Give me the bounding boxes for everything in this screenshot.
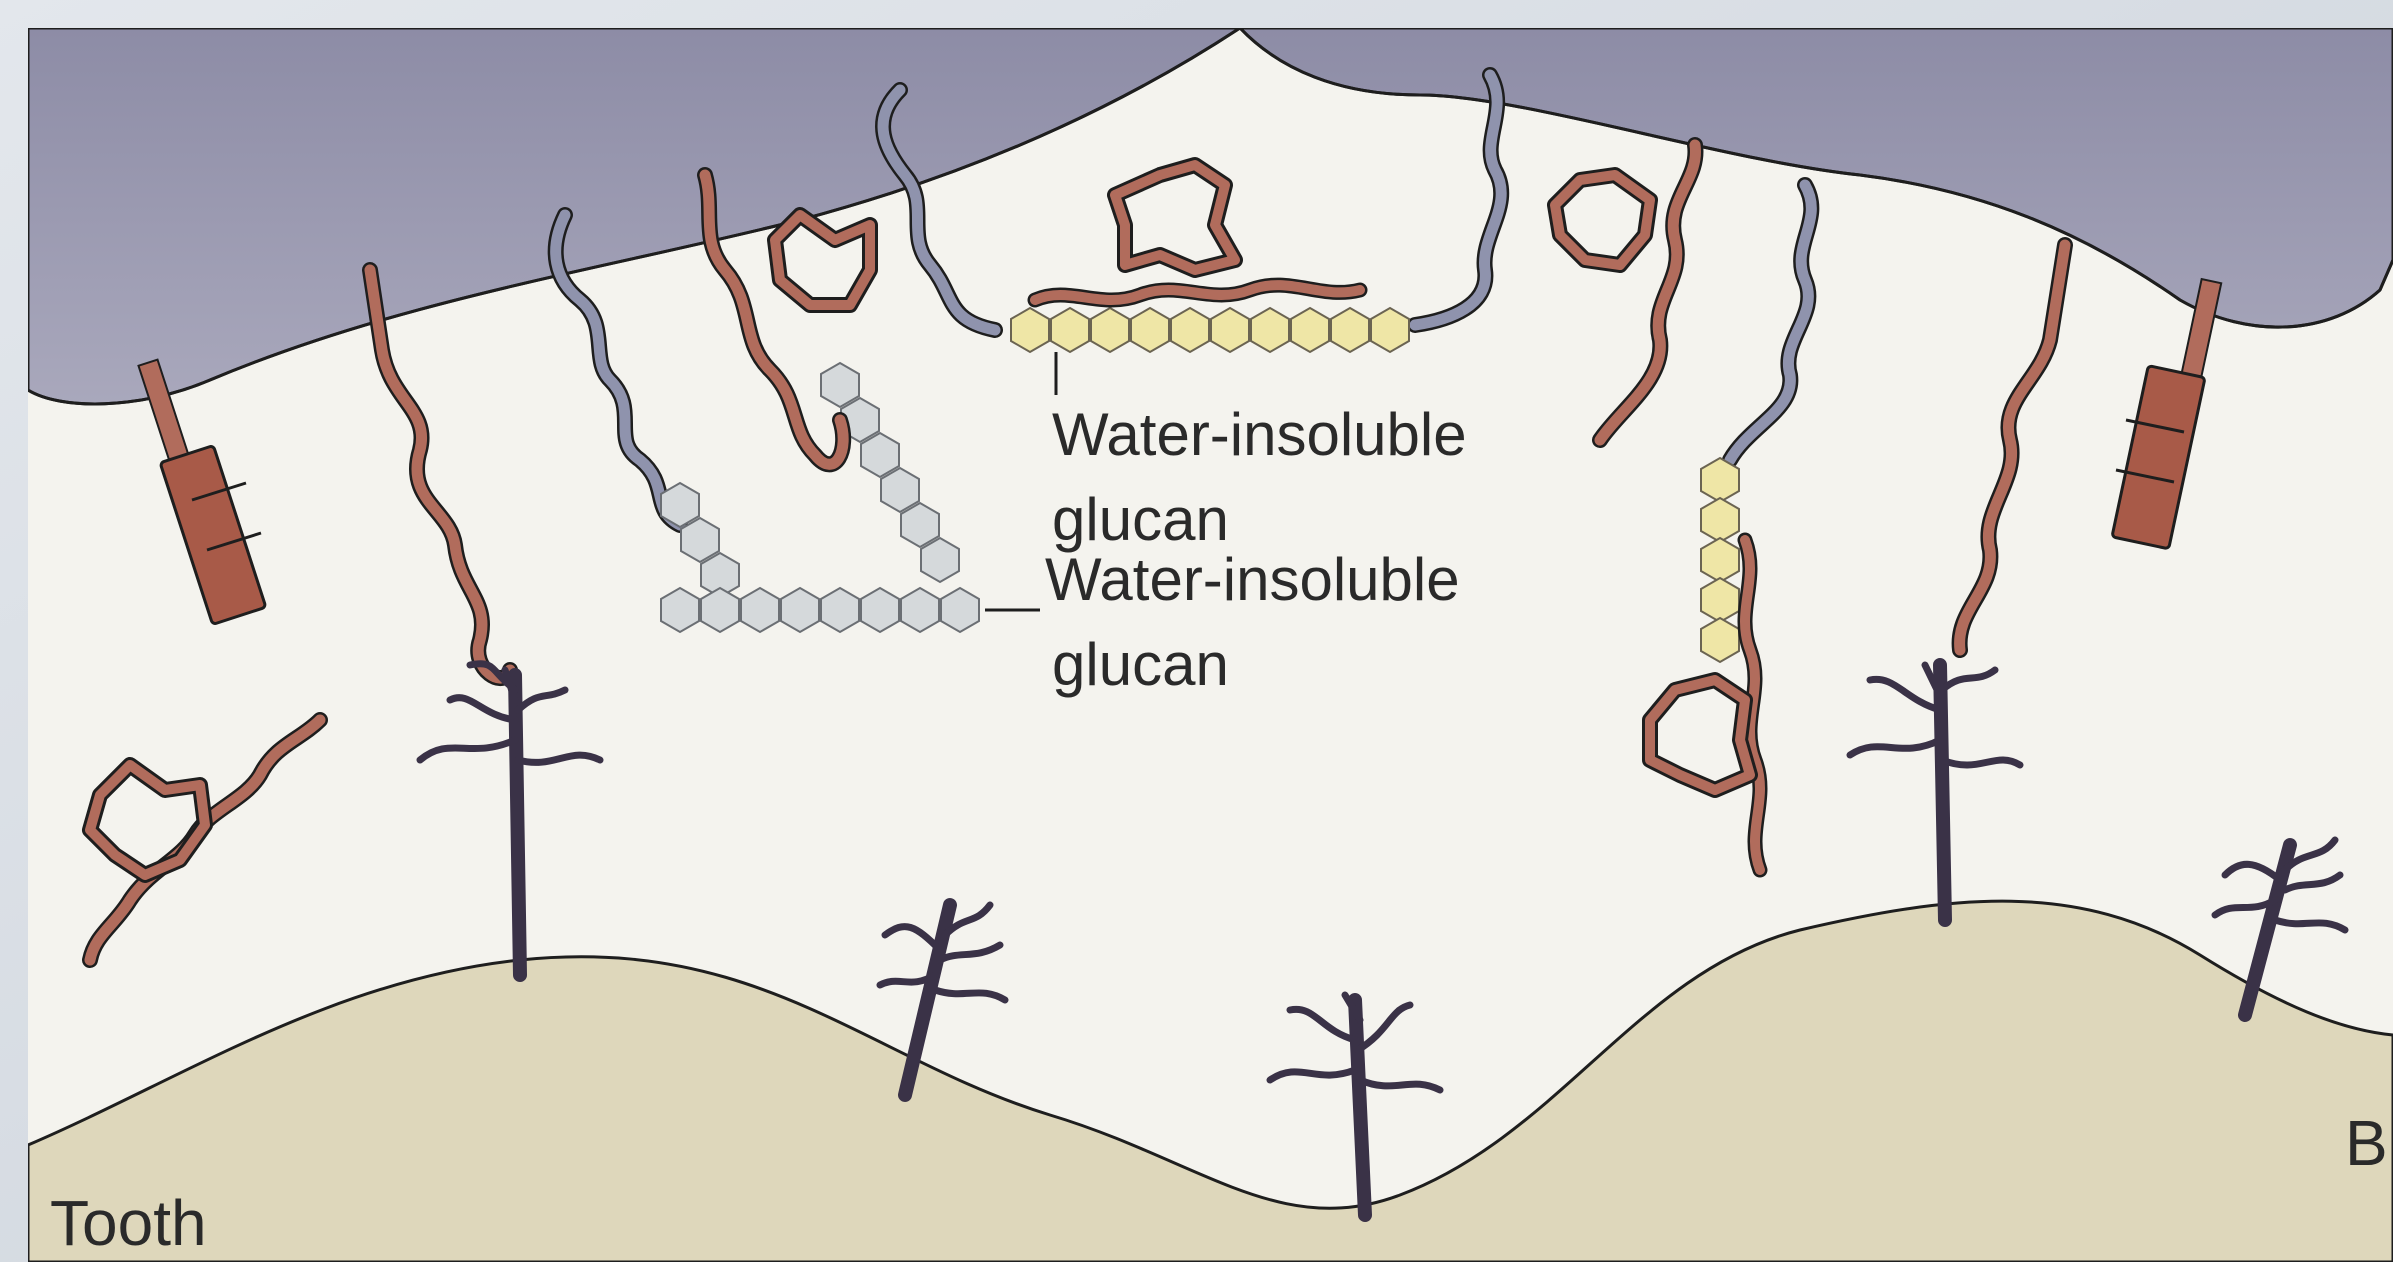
label-glucan-upper-line2: glucan [1052, 486, 1229, 553]
label-panel-letter: B [2345, 1107, 2388, 1179]
label-glucan-lower-line1: Water-insoluble [1045, 546, 1460, 613]
label-tooth: Tooth [50, 1187, 207, 1259]
glucan-chain-yellow-vertical [1701, 458, 1739, 662]
label-glucan-upper-line1: Water-insoluble [1052, 401, 1467, 468]
label-glucan-lower-line2: glucan [1052, 631, 1229, 698]
